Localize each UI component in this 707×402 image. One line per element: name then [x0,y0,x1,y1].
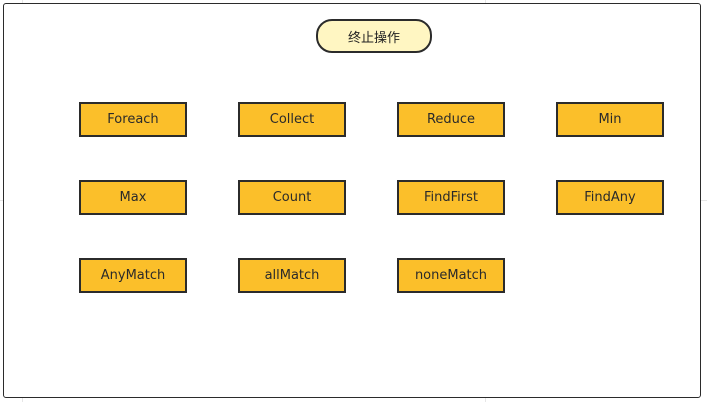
op-label: Count [272,190,312,205]
op-node-findfirst[interactable]: FindFirst [397,180,505,215]
op-label: Min [598,112,622,127]
op-label: noneMatch [414,268,488,283]
op-label: Reduce [426,112,476,127]
title-label: 终止操作 [347,30,400,46]
op-node-findany[interactable]: FindAny [556,180,664,215]
op-label: FindFirst [424,190,478,205]
op-node-allmatch[interactable]: allMatch [238,258,346,293]
op-node-foreach[interactable]: Foreach [79,102,187,137]
op-node-collect[interactable]: Collect [238,102,346,137]
op-node-max[interactable]: Max [79,180,187,215]
op-node-reduce[interactable]: Reduce [397,102,505,137]
op-label: Max [119,190,147,205]
title-node[interactable]: 终止操作 [316,19,432,53]
op-label: Foreach [107,112,159,127]
op-node-min[interactable]: Min [556,102,664,137]
op-label: FindAny [584,190,636,205]
op-node-anymatch[interactable]: AnyMatch [79,258,187,293]
op-label: allMatch [264,268,320,283]
op-label: Collect [269,112,315,127]
op-node-nonematch[interactable]: noneMatch [397,258,505,293]
op-label: AnyMatch [100,268,166,283]
op-node-count[interactable]: Count [238,180,346,215]
